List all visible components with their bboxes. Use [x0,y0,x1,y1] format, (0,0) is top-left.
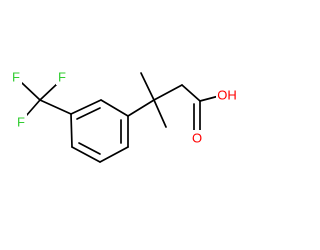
svg-text:F: F [17,115,25,130]
hydroxyl-label: OH [216,87,238,103]
svg-text:F: F [12,70,20,85]
fluorine-label-3: F [15,114,27,130]
bond-cf3-ring [39,99,72,115]
bond-layer [21,72,220,163]
ring-bond-5 [71,146,101,163]
atom-label-layer: F F F OH O [10,69,238,146]
ring-bond-5-inner [78,142,101,155]
ring-bond-6 [70,113,73,148]
structure-diagram: F F F OH O [10,69,238,163]
ring-bond-4 [99,146,129,163]
bond-cf-upper-right [39,82,59,101]
bond-methyl-up [140,72,155,101]
svg-text:OH: OH [217,88,237,103]
bond-cf-upper-left [21,82,41,101]
bond-ch2 [153,84,183,101]
carbonyl-oxygen-label: O [191,130,204,146]
bond-ring-quaternary [127,99,155,117]
ring-bond-1-inner [76,107,101,120]
ring-bond-2 [100,99,129,117]
bond-c-oh [199,95,220,102]
svg-text:F: F [58,70,66,85]
svg-text:O: O [192,131,202,146]
bond-cf-lower [25,99,41,117]
ring-bond-1 [70,99,102,115]
fluorine-label-1: F [10,69,22,85]
fluorine-label-2: F [56,69,68,85]
bond-ch2-carbonyl [181,84,201,102]
bond-methyl-down [153,99,167,128]
